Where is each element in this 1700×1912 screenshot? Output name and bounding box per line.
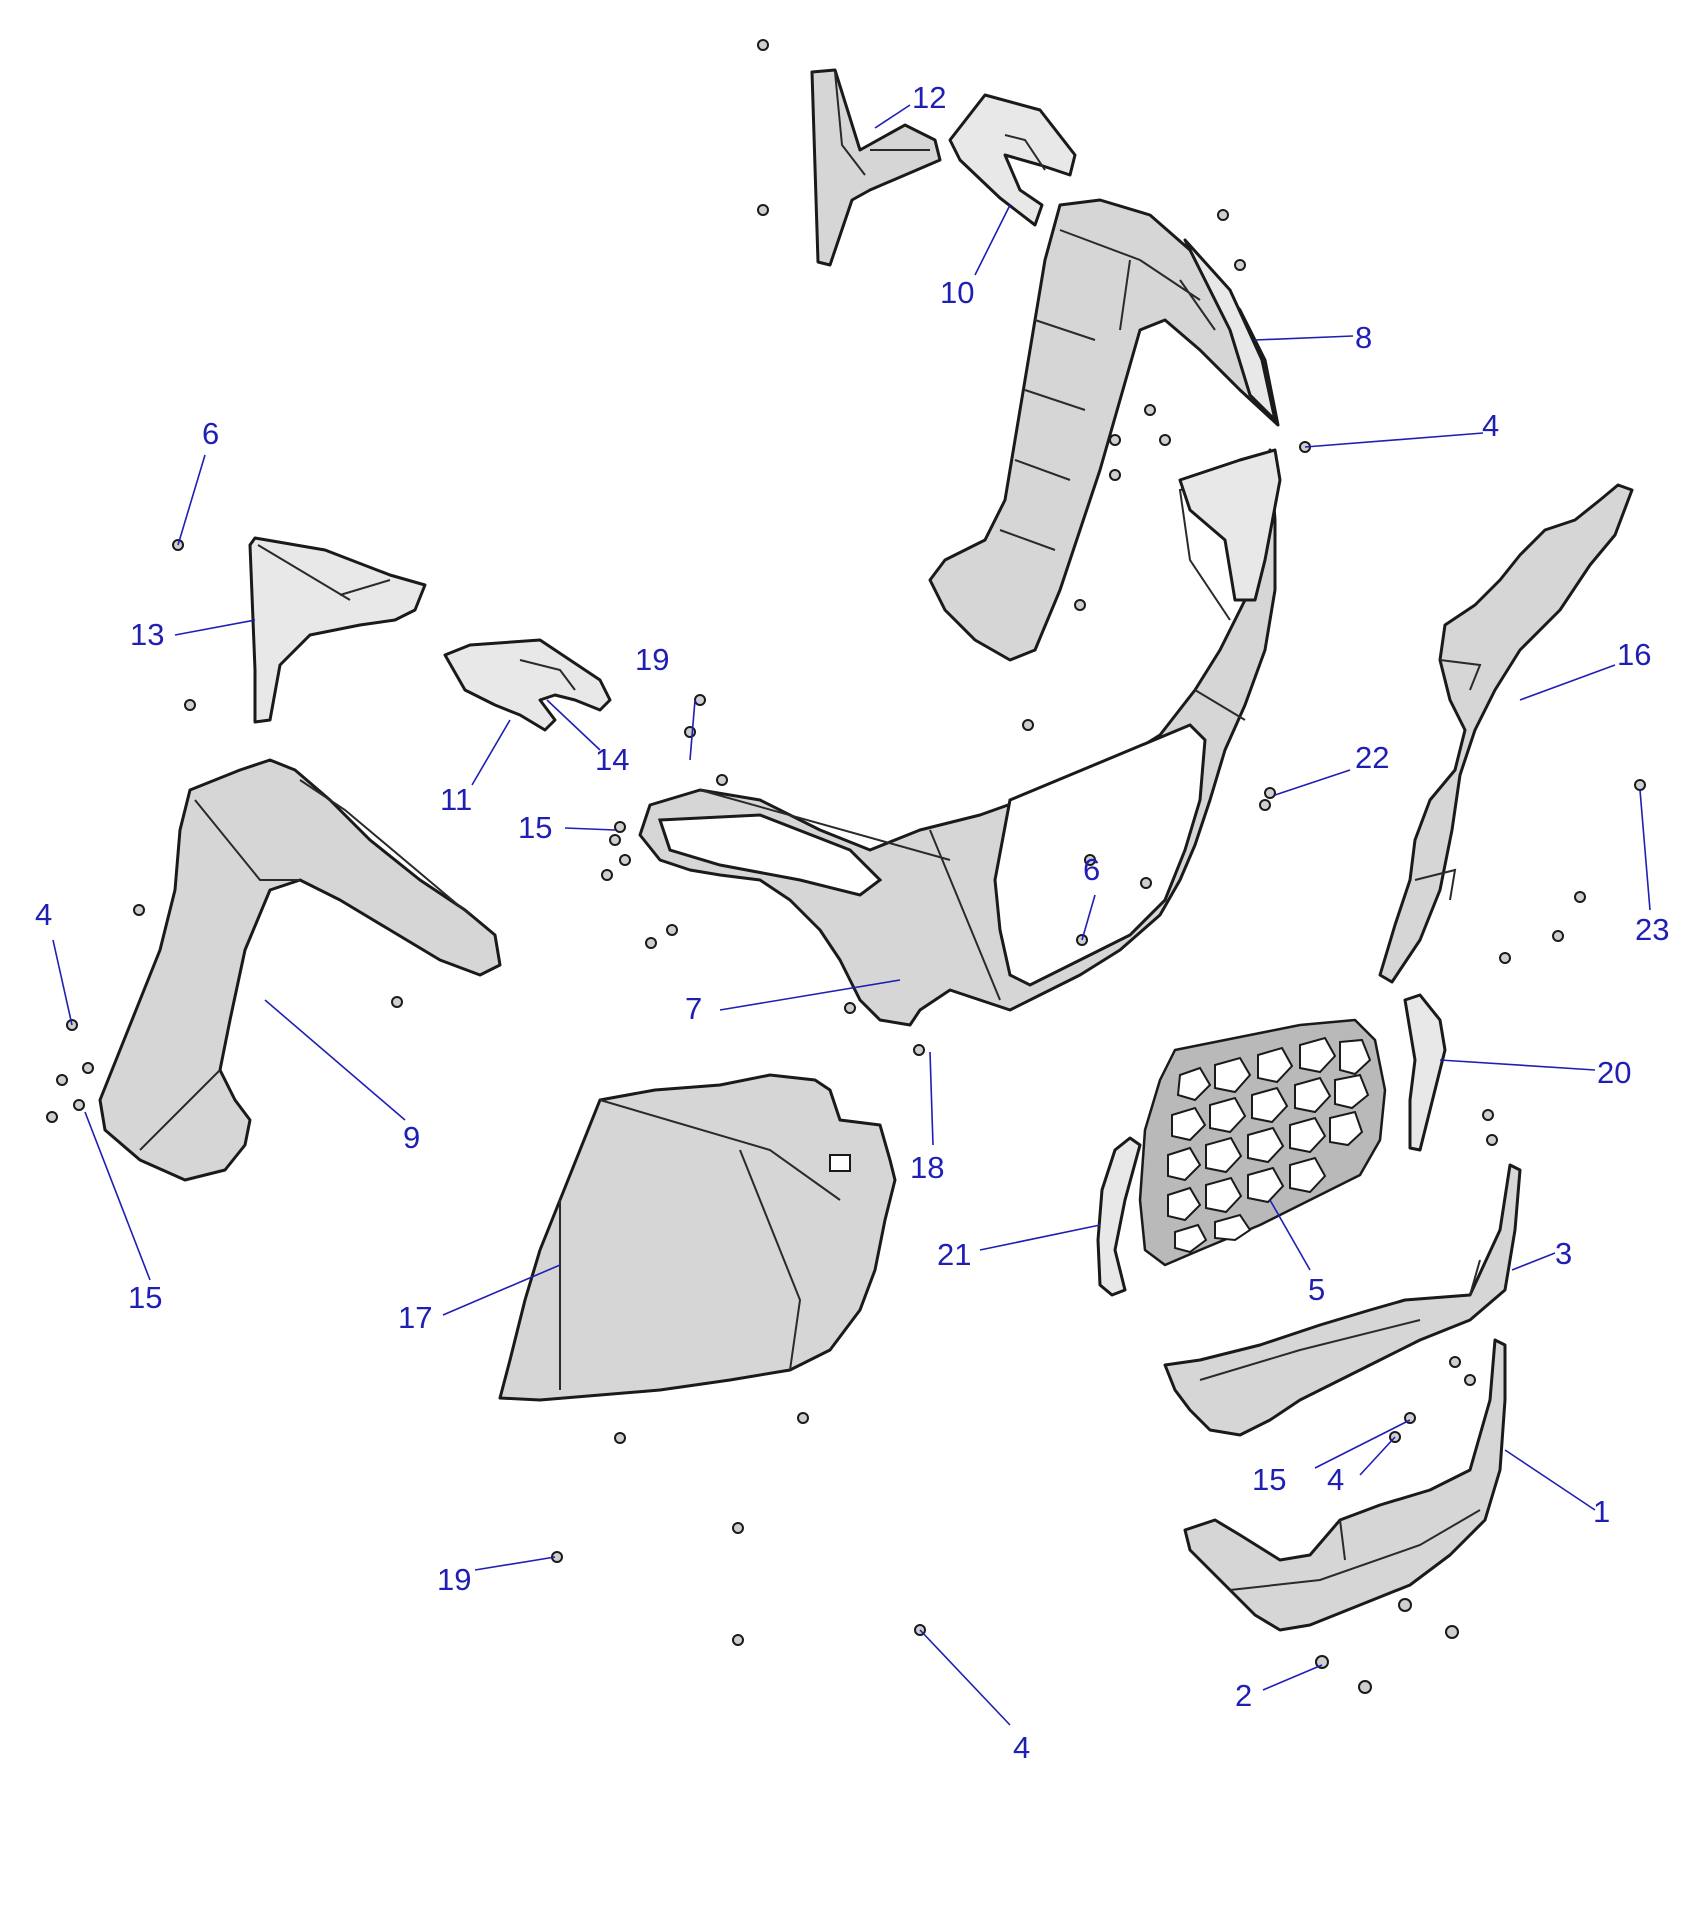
screw-icon [609,834,621,846]
part-7-front-frame [638,448,1282,1027]
callout-13: 13 [130,617,164,652]
clip-icon [614,821,626,833]
screw-icon [1140,877,1152,889]
callout-15: 15 [128,1280,162,1315]
screw-icon [797,1412,809,1424]
callout-22: 22 [1355,740,1389,775]
leader-lines [52,104,1651,1726]
screw-icon [732,1522,744,1534]
screw-icon [684,726,696,738]
part-16-right-panel [1378,483,1634,984]
screw-icon [1499,952,1511,964]
callout-labels: 1 2 3 4 4 4 4 5 6 6 7 8 9 10 11 12 13 14… [35,80,1669,1765]
screw-icon [133,904,145,916]
part-11-bracket [443,638,612,732]
grille-mesh [1167,1036,1372,1254]
clip-icon [73,1099,85,1111]
bolt-icon [1315,1655,1329,1669]
screw-icon [1574,891,1586,903]
callout-4: 4 [1327,1462,1344,1497]
screw-icon [844,1002,856,1014]
nut-icon [913,1044,925,1056]
clip-icon [1264,787,1276,799]
clip-icon [82,1062,94,1074]
callout-21: 21 [937,1237,971,1272]
clip-icon [757,204,769,216]
part-13-duct [248,536,427,724]
callout-7: 7 [685,991,702,1026]
part-20-trim [1403,993,1447,1152]
callout-2: 2 [1235,1678,1252,1713]
screw-icon [732,1634,744,1646]
callout-20: 20 [1597,1055,1631,1090]
callout-6: 6 [1083,852,1100,887]
screw-icon [1552,930,1564,942]
part-12-bracket [810,68,942,267]
callout-4: 4 [35,897,52,932]
callout-18: 18 [910,1150,944,1185]
callout-14: 14 [595,742,629,777]
screw-icon [1074,599,1086,611]
screw-icon [1084,854,1096,866]
callout-4: 4 [1013,1730,1030,1765]
screw-icon [46,1111,58,1123]
screw-icon [645,937,657,949]
part-3-bracket [1163,1163,1522,1437]
part-21-trim [1096,1136,1142,1297]
callout-11: 11 [440,782,472,817]
clip-icon [666,924,678,936]
callout-17: 17 [398,1300,432,1335]
bolt-icon [1358,1680,1372,1694]
clip-icon [1449,1356,1461,1368]
clip-icon [619,854,631,866]
screw-icon [1022,719,1034,731]
screw-icon [391,996,403,1008]
screw-icon [1144,404,1156,416]
callout-6: 6 [202,416,219,451]
screw-icon [1464,1374,1476,1386]
callout-1: 1 [1593,1494,1610,1529]
callout-10: 10 [940,275,974,310]
screw-icon [614,1432,626,1444]
callout-15: 15 [518,810,552,845]
callout-16: 16 [1617,637,1651,672]
bolt-icon [1398,1598,1412,1612]
screw-icon [1234,259,1246,271]
screw-icon [1159,434,1171,446]
callout-15: 15 [1252,1462,1286,1497]
callout-9: 9 [403,1120,420,1155]
screw-icon [1109,469,1121,481]
part-10-duct [948,93,1077,227]
clip-icon [1259,799,1271,811]
callout-5: 5 [1308,1272,1325,1307]
callout-23: 23 [1635,912,1669,947]
part-5-grille [1138,1018,1387,1267]
screw-icon [184,699,196,711]
part-9-fender [98,758,502,1182]
part-17-lower-panel [498,1073,897,1402]
screw-icon [1109,434,1121,446]
screw-icon [56,1074,68,1086]
screw-icon [1634,779,1646,791]
callout-19: 19 [437,1562,471,1597]
callout-8: 8 [1355,320,1372,355]
part-8-side-panel [928,198,1280,662]
clip-icon [757,39,769,51]
callout-12: 12 [912,80,946,115]
screw-icon [694,694,706,706]
screw-icon [1217,209,1229,221]
callout-4: 4 [1482,408,1499,443]
part-1-bumper [1183,1338,1507,1632]
bolt-icon [1445,1625,1459,1639]
screw-icon [601,869,613,881]
nut-icon [716,774,728,786]
callout-19: 19 [635,642,669,677]
screw-icon [1486,1134,1498,1146]
callout-3: 3 [1555,1236,1572,1271]
screw-icon [1482,1109,1494,1121]
